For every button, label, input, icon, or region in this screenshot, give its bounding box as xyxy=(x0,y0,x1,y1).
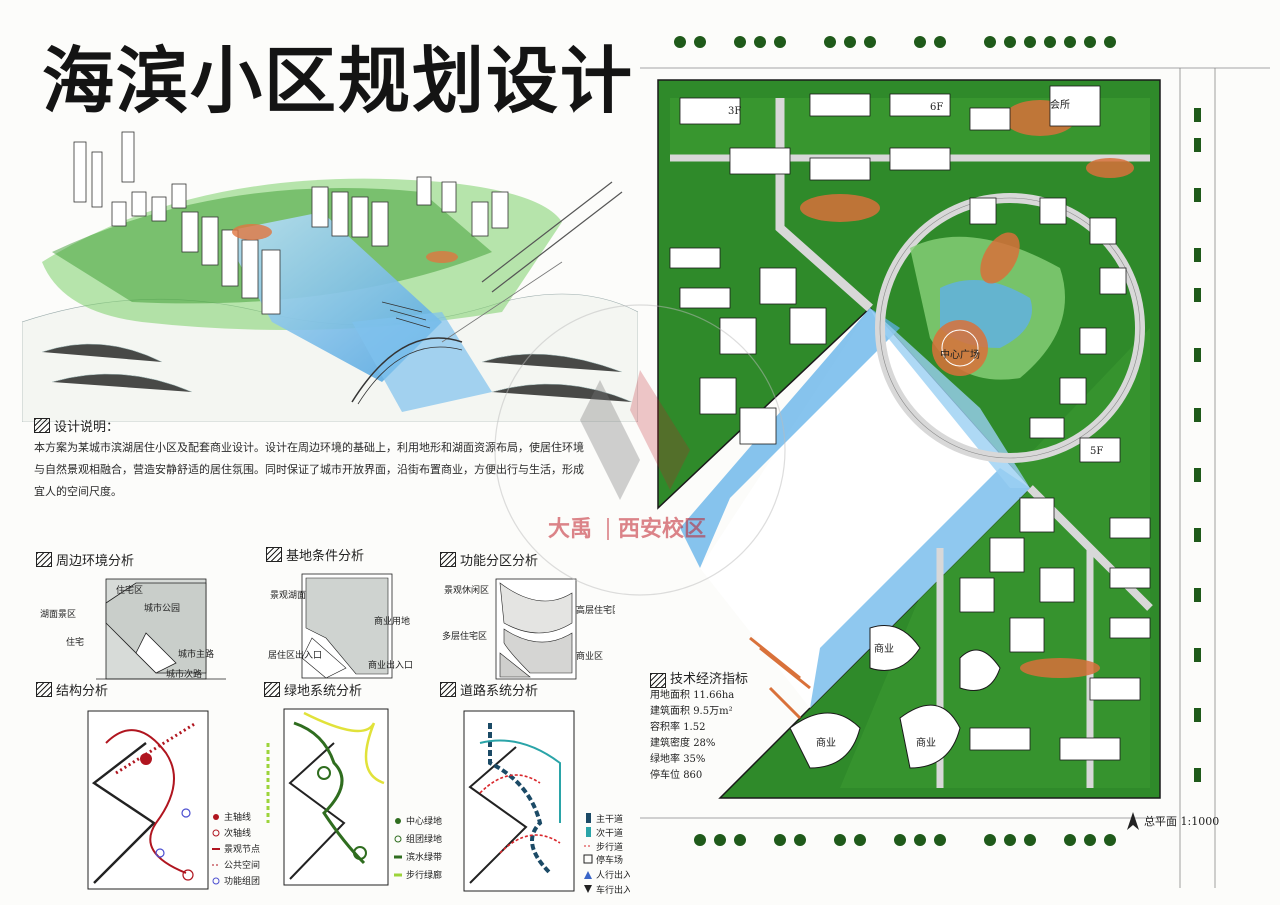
legend-label: 滨水绿带 xyxy=(406,851,442,863)
section-marker-icon xyxy=(34,418,50,433)
plan-label-club: 会所 xyxy=(1050,98,1070,111)
section-marker-icon xyxy=(36,682,52,697)
tech-row: 容积率 1.52 xyxy=(650,722,706,733)
function-label: 商业区 xyxy=(576,650,603,662)
design-notes: 设计说明： 本方案为某城市滨湖居住小区及配套商业设计。设计在周边环境的基础上，利… xyxy=(34,416,594,503)
site-label: 景观湖面 xyxy=(270,590,306,601)
site-label: 商业用地 xyxy=(374,615,410,627)
diagram-surroundings: 周边环境分析 住宅区 城市公园 湖面景区 住宅 城市主路 城市次路 xyxy=(36,550,236,685)
tech-row: 绿地率 35% xyxy=(650,754,706,765)
poster-title: 海滨小区规划设计 xyxy=(42,38,635,123)
surroundings-label: 城市次路 xyxy=(166,668,202,680)
structure-legend: 主轴线 次轴线 景观节点 公共空间 功能组团 xyxy=(212,811,260,887)
legend-label: 组团绿地 xyxy=(406,833,442,845)
function-label: 高层住宅区 xyxy=(576,604,615,616)
surroundings-label: 湖面景区 xyxy=(40,609,76,620)
section-marker-icon xyxy=(264,682,280,697)
plan-label-commerce: 商业 xyxy=(874,642,894,655)
section-marker-icon xyxy=(266,547,282,562)
plan-label-commerce: 商业 xyxy=(916,736,936,749)
plan-label-commerce: 商业 xyxy=(816,736,836,749)
legend-label: 功能组团 xyxy=(224,875,260,887)
legend-label: 次干道 xyxy=(596,827,623,839)
site-sketch: 景观湖面 商业用地 商业出入口 居住区出入口 xyxy=(268,573,413,679)
legend-label: 主轴线 xyxy=(224,811,251,823)
tech-row: 建筑面积 9.5万m² xyxy=(650,706,733,717)
plan-label-floors: 3F xyxy=(728,106,741,117)
diagram-greenery: 绿地系统分析 中心绿地 组团绿地 滨水绿带 步行绿廊 xyxy=(264,680,464,893)
tech-row: 建筑密度 28% xyxy=(650,738,716,749)
design-notes-heading: 设计说明： xyxy=(34,416,594,435)
greenery-legend: 中心绿地 组团绿地 滨水绿带 步行绿廊 xyxy=(394,815,442,881)
traffic-legend: 主干道 次干道 步行道 停车场 人行出入口 车行出入口 xyxy=(583,813,630,896)
legend-label: 人行出入口 xyxy=(596,869,630,881)
legend-label: 步行绿廊 xyxy=(406,869,442,881)
diagram-function: 功能分区分析 景观休闲区 高层住宅区 多层住宅区 商业区 xyxy=(440,550,615,685)
surroundings-label: 住宅区 xyxy=(116,584,143,596)
section-marker-icon xyxy=(440,682,456,697)
tech-row: 用地面积 11.66ha xyxy=(650,690,735,701)
legend-label: 中心绿地 xyxy=(406,815,442,827)
watermark-brand: 大禹 xyxy=(548,517,592,542)
plan-label-plaza: 中心广场 xyxy=(940,348,980,361)
tech-row: 停车位 860 xyxy=(650,770,703,781)
section-marker-icon xyxy=(650,672,666,688)
structure-sketch: 主轴线 次轴线 景观节点 公共空间 功能组团 xyxy=(87,710,260,890)
surroundings-label: 城市主路 xyxy=(178,648,214,660)
north-arrow-icon xyxy=(1127,812,1139,830)
site-label: 商业出入口 xyxy=(368,659,413,671)
function-label: 多层住宅区 xyxy=(442,630,487,642)
design-notes-body: 本方案为某城市滨湖居住小区及配套商业设计。设计在周边环境的基础上，利用地形和湖面… xyxy=(34,441,584,498)
aerial-perspective xyxy=(22,131,638,422)
surroundings-sketch: 住宅区 城市公园 湖面景区 住宅 城市主路 城市次路 xyxy=(40,578,226,680)
legend-label: 步行道 xyxy=(596,841,623,853)
surroundings-label: 住宅 xyxy=(66,636,84,648)
plan-label-floors: 6F xyxy=(930,102,943,113)
section-marker-icon xyxy=(36,552,52,567)
legend-label: 公共空间 xyxy=(224,859,260,871)
tech-indicators: 技术经济指标 用地面积 11.66ha 建筑面积 9.5万m² 容积率 1.52… xyxy=(650,672,760,784)
scale-note: 总平面 1:1000 xyxy=(1126,812,1219,830)
diagram-structure: 结构分析 主轴线 次轴线 景观节点 公共空间 功能组团 xyxy=(36,680,266,899)
plan-label-floors: 5F xyxy=(1090,446,1103,457)
surroundings-label: 城市公园 xyxy=(144,602,180,614)
legend-label: 次轴线 xyxy=(224,827,251,839)
diagram-site: 基地条件分析 景观湖面 商业用地 商业出入口 居住区出入口 xyxy=(266,545,426,686)
diagram-traffic: 道路系统分析 主干道 次干道 步行道 停车场 人行出入口 车行出入口 xyxy=(440,680,630,899)
function-label: 景观休闲区 xyxy=(444,584,489,596)
traffic-sketch: 主干道 次干道 步行道 停车场 人行出入口 车行出入口 xyxy=(463,710,630,896)
legend-label: 车行出入口 xyxy=(596,884,630,896)
site-label: 居住区出入口 xyxy=(268,649,322,661)
greenery-sketch: 中心绿地 组团绿地 滨水绿带 步行绿廊 xyxy=(266,708,442,886)
function-sketch: 景观休闲区 高层住宅区 多层住宅区 商业区 xyxy=(442,578,615,680)
legend-label: 停车场 xyxy=(596,854,623,866)
legend-label: 主干道 xyxy=(596,813,623,825)
section-marker-icon xyxy=(440,552,456,567)
legend-label: 景观节点 xyxy=(224,844,260,855)
